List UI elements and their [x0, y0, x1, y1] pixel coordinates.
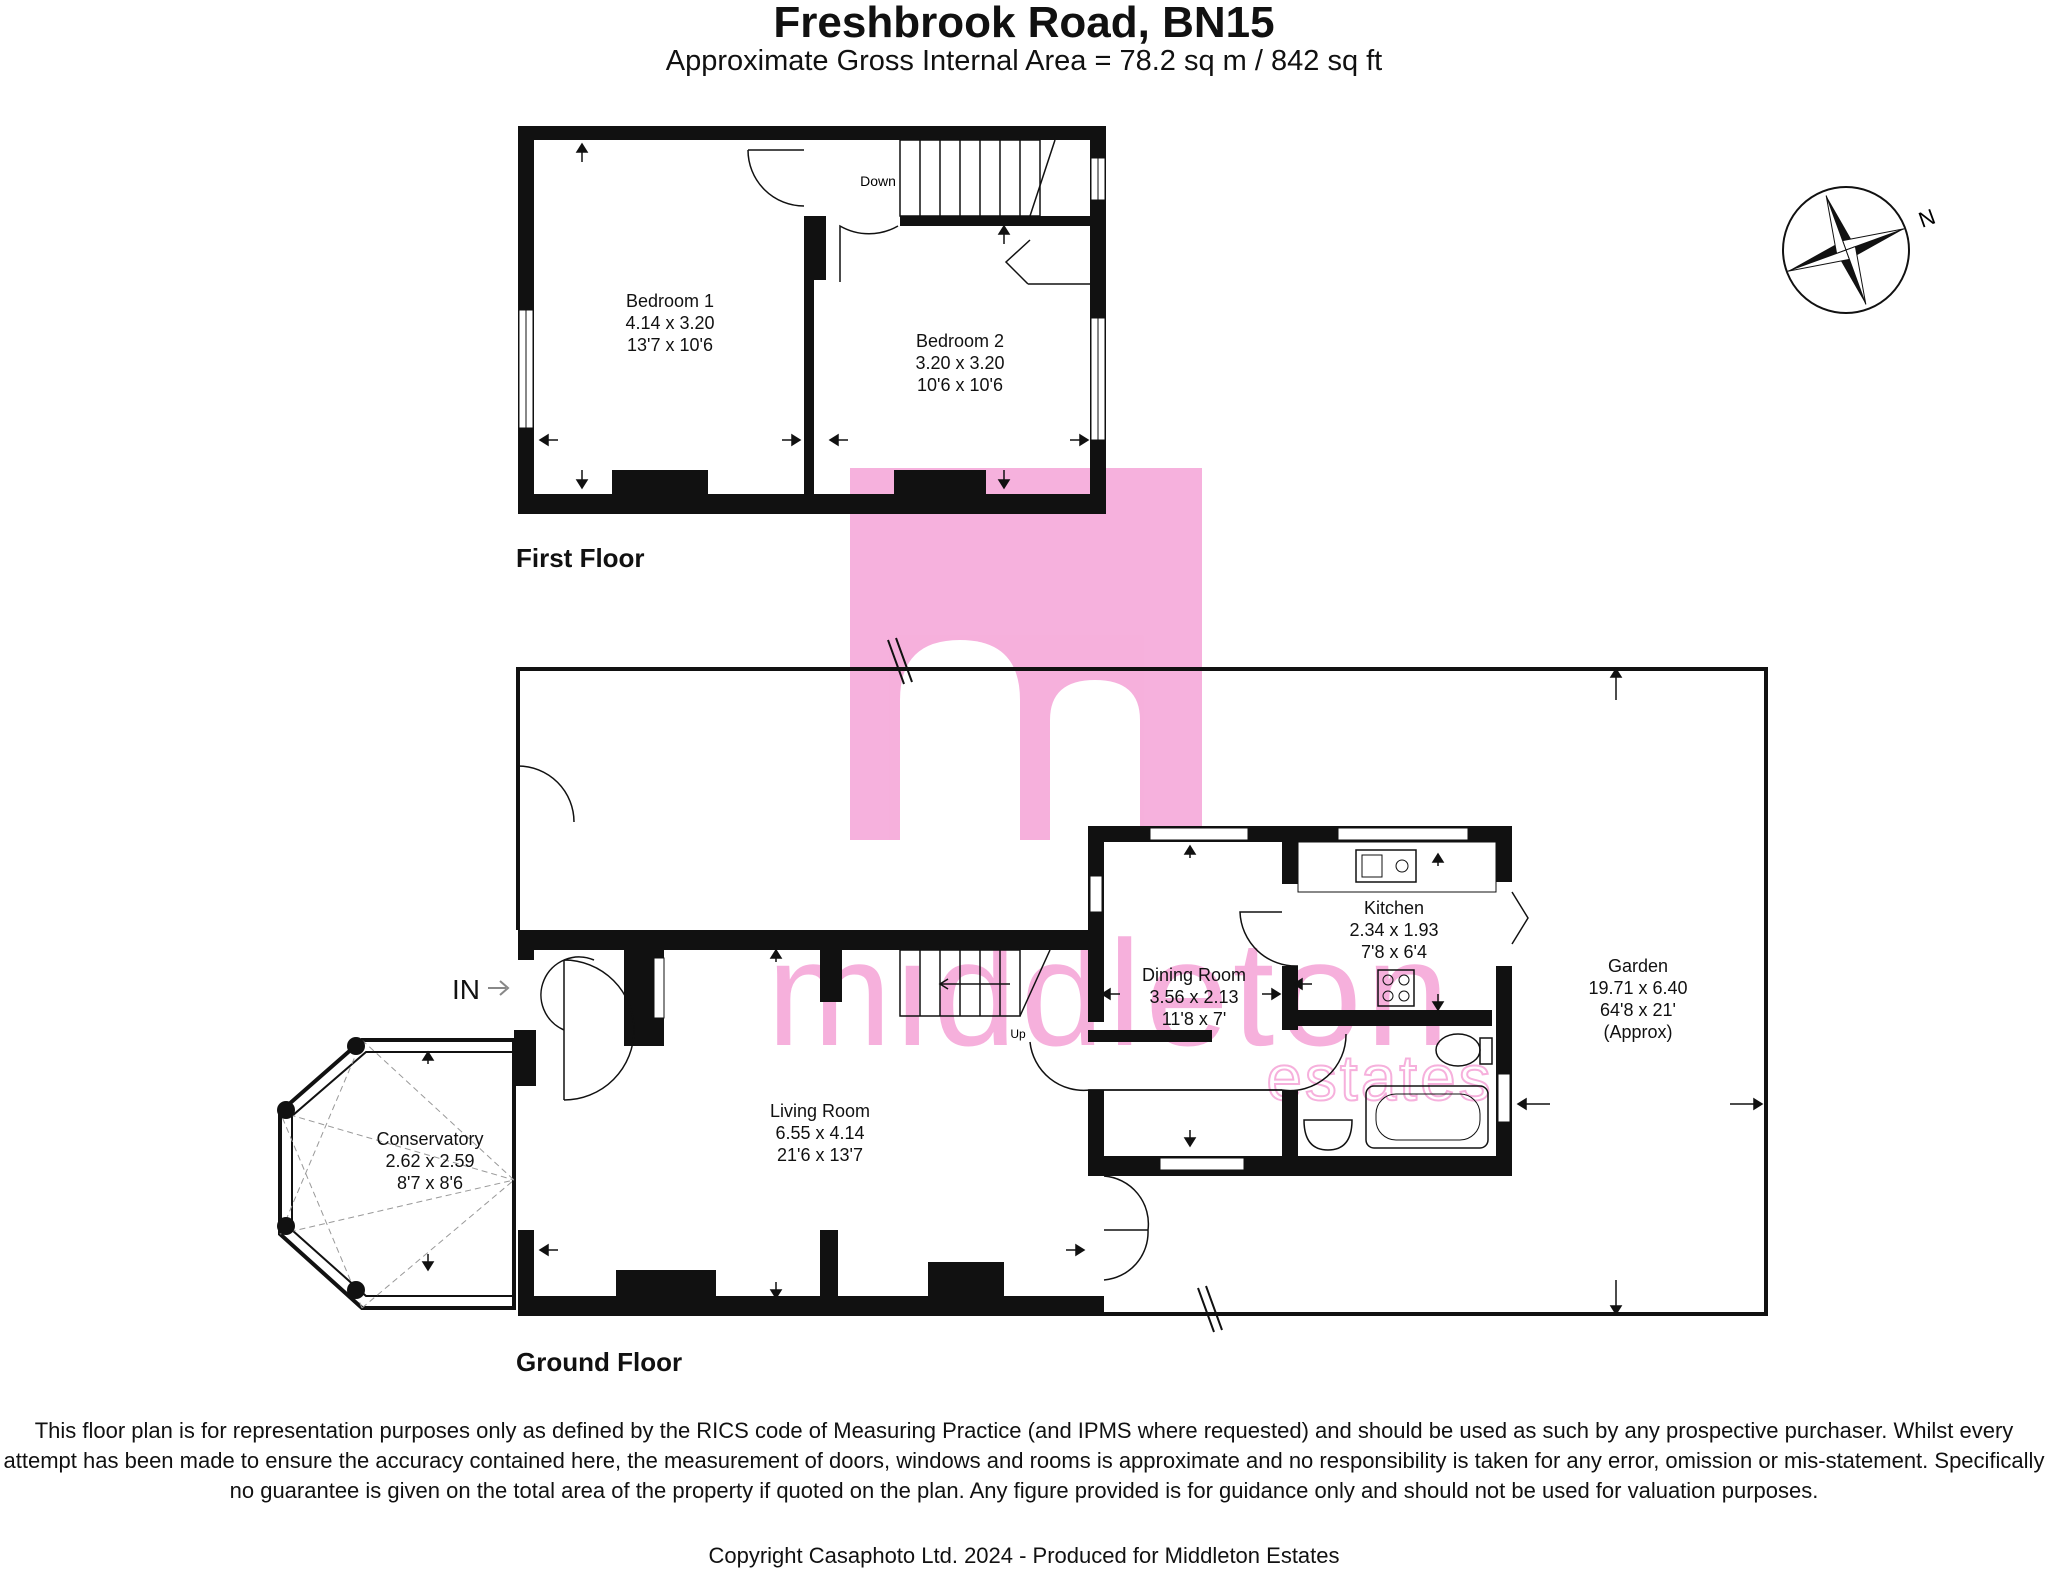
ground-floor-stairs	[899, 949, 1051, 1017]
copyright-text: Copyright Casaphoto Ltd. 2024 - Produced…	[708, 1543, 1340, 1568]
conservatory-outline	[277, 1037, 516, 1310]
room-kitchen: Kitchen 2.34 x 1.93 7'8 x 6'4	[1349, 897, 1438, 963]
room-note: (Approx)	[1603, 1022, 1673, 1042]
room-name: Living Room	[769, 1101, 871, 1121]
room-name: Bedroom 2	[915, 331, 1005, 351]
disclaimer-text: This floor plan is for representation pu…	[3, 1418, 2045, 1503]
first-floor-label: First Floor	[516, 543, 645, 573]
room-name: Bedroom 1	[625, 291, 715, 311]
room-imperial: 10'6 x 10'6	[917, 375, 1003, 395]
room-imperial: 13'7 x 10'6	[627, 335, 713, 355]
room-metric: 4.14 x 3.20	[625, 313, 715, 333]
room-name: Kitchen	[1363, 898, 1425, 918]
room-metric: 2.62 x 2.59	[385, 1151, 475, 1171]
compass-rose-icon: N	[1782, 186, 1939, 314]
entrance-label: IN	[452, 974, 480, 1005]
compass-north-label: N	[1915, 204, 1938, 233]
svg-text:estates: estates	[1266, 1042, 1493, 1114]
ground-floor-plan: Up	[277, 637, 1768, 1333]
ground-floor-label: Ground Floor	[516, 1347, 683, 1377]
room-imperial: 8'7 x 8'6	[397, 1173, 463, 1193]
room-metric: 3.56 x 2.13	[1149, 987, 1239, 1007]
first-floor-stairs	[899, 139, 1056, 217]
floor-plan-drawing: middleton estates	[277, 126, 1939, 1333]
room-metric: 2.34 x 1.93	[1349, 920, 1439, 940]
area-subtitle: Approximate Gross Internal Area = 78.2 s…	[665, 45, 1383, 77]
room-bedroom-2: Bedroom 2 3.20 x 3.20 10'6 x 10'6	[915, 330, 1004, 396]
room-imperial: 21'6 x 13'7	[777, 1145, 863, 1165]
room-dining-room: Dining Room 3.56 x 2.13 11'8 x 7'	[1142, 964, 1246, 1030]
first-floor-plan: Down	[518, 126, 1106, 514]
room-garden: Garden 19.71 x 6.40 64'8 x 21' (Approx)	[1588, 955, 1687, 1043]
room-name: Dining Room	[1141, 965, 1247, 985]
page-title: Freshbrook Road, BN15	[773, 0, 1275, 47]
room-name: Conservatory	[376, 1129, 484, 1149]
room-metric: 19.71 x 6.40	[1588, 978, 1688, 998]
room-name: Garden	[1607, 956, 1669, 976]
entrance-arrow-icon	[488, 980, 510, 996]
room-metric: 6.55 x 4.14	[775, 1123, 865, 1143]
room-metric: 3.20 x 3.20	[915, 353, 1005, 373]
room-living-room: Living Room 6.55 x 4.14 21'6 x 13'7	[770, 1100, 870, 1166]
stair-down-label: Down	[860, 173, 896, 189]
room-bedroom-1: Bedroom 1 4.14 x 3.20 13'7 x 10'6	[625, 290, 714, 356]
stair-up-label: Up	[1010, 1027, 1026, 1041]
room-imperial: 7'8 x 6'4	[1361, 942, 1427, 962]
room-conservatory: Conservatory 2.62 x 2.59 8'7 x 8'6	[376, 1128, 483, 1194]
room-imperial: 11'8 x 7'	[1161, 1009, 1227, 1029]
room-imperial: 64'8 x 21'	[1600, 1000, 1676, 1020]
